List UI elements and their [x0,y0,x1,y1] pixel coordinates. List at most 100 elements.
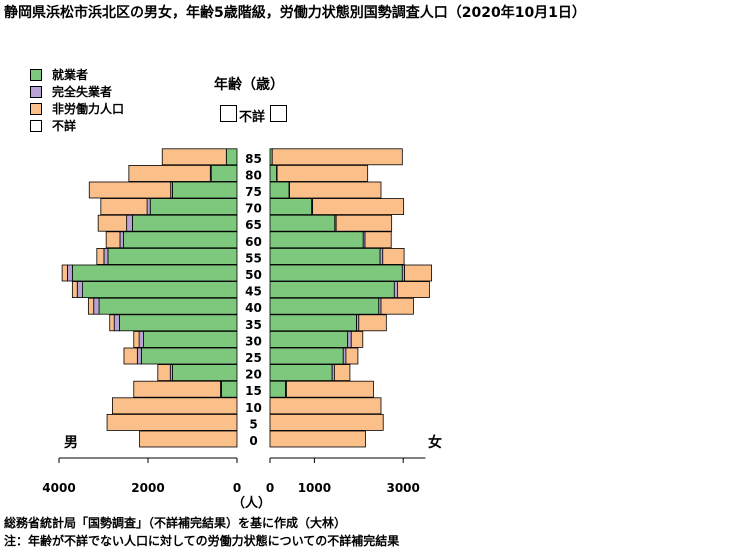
legend-label-employed: 就業者 [52,68,89,82]
legend-item-unemployed: 完全失業者 [30,83,124,100]
male-bar-employed-15-19 [221,380,238,398]
male-unknown-box [220,105,237,122]
female-bar-employed-20-24 [269,364,333,382]
unknown-age-label: 不詳 [239,110,266,125]
male-bar-employed-80-84 [210,164,238,182]
female-bar-employed-75-79 [269,181,290,199]
age-tick-85: 85 [245,152,262,166]
male-bar-not_in_labor-25-29 [123,347,138,365]
age-tick-40: 40 [245,301,262,315]
female-bar-not_in_labor-80-84 [276,164,369,182]
age-tick-80: 80 [245,168,262,182]
female-bar-employed-55-59 [269,247,381,265]
unit-label: （人） [232,496,272,511]
male-bar-employed-35-39 [119,314,238,332]
male-tick-label-2000: 2000 [131,481,164,495]
age-tick-75: 75 [245,185,262,199]
male-bar-unemployed-55-59 [103,247,109,265]
male-bar-not_in_labor-55-59 [96,247,105,265]
male-bar-unemployed-65-69 [126,214,133,232]
female-bar-not_in_labor-40-44 [380,297,414,315]
male-bar-not_in_labor-15-19 [133,380,221,398]
female-bar-not_in_labor-55-59 [382,247,405,265]
female-bar-not_in_labor-75-79 [289,181,382,199]
age-tick-45: 45 [245,285,262,299]
female-bar-employed-30-34 [269,330,349,348]
female-bar-not_in_labor-30-34 [350,330,364,348]
female-bar-not_in_labor-45-49 [397,281,430,299]
legend-label-unknown: 不詳 [52,119,77,133]
legend-swatch-unemployed [30,85,42,98]
female-bar-not_in_labor-50-54 [404,264,433,282]
male-bar-not_in_labor-0-4 [139,430,238,448]
female-bar-employed-40-44 [269,297,380,315]
female-bar-employed-35-39 [269,314,357,332]
age-tick-55: 55 [245,251,262,265]
age-tick-30: 30 [245,334,262,348]
male-bar-employed-55-59 [107,247,238,265]
female-bar-unemployed-45-49 [393,281,398,299]
female-bar-employed-25-29 [269,347,344,365]
male-bar-unemployed-45-49 [76,281,83,299]
legend-item-not-in-labor: 非労働力人口 [30,100,124,117]
male-bar-not_in_labor-30-34 [133,330,140,348]
male-bar-employed-60-64 [123,231,238,249]
male-bar-not_in_labor-65-69 [97,214,128,232]
age-tick-0: 0 [249,434,257,448]
chart-title: 静岡県浜松市浜北区の男女，年齢5歳階級，労働力状態別国勢調査人口（2020年10… [4,5,586,21]
male-bar-not_in_labor-85+ [161,148,227,166]
age-tick-50: 50 [245,268,262,282]
male-bar-unemployed-60-64 [119,231,124,249]
legend: 就業者 完全失業者 非労働力人口 不詳 [30,66,124,134]
male-bar-unemployed-35-39 [113,314,120,332]
male-bar-employed-70-74 [149,198,238,216]
male-bar-unemployed-25-29 [136,347,142,365]
male-bar-not_in_labor-50-54 [61,264,68,282]
age-tick-35: 35 [245,318,262,332]
female-bar-not_in_labor-20-24 [333,364,351,382]
male-bar-not_in_labor-60-64 [105,231,121,249]
female-tick-label-1000: 1000 [298,481,331,495]
female-bar-employed-50-54 [269,264,403,282]
male-bar-employed-75-79 [172,181,238,199]
female-bar-not_in_labor-70-74 [312,198,405,216]
male-bar-not_in_labor-45-49 [71,281,78,299]
female-bar-not_in_labor-0-4 [269,430,366,448]
male-bar-not_in_labor-75-79 [88,181,172,199]
age-tick-20: 20 [245,368,262,382]
female-bar-not_in_labor-35-39 [358,314,387,332]
female-bar-employed-15-19 [269,380,286,398]
age-tick-5: 5 [249,417,257,431]
source-text: 総務省統計局「国勢調査」（不詳補完結果）を基に作成（大林） [4,516,347,530]
female-label: 女 [428,435,442,451]
legend-item-unknown: 不詳 [30,117,124,134]
male-bar-employed-45-49 [82,281,238,299]
male-bar-unemployed-30-34 [138,330,144,348]
age-tick-65: 65 [245,218,262,232]
male-bar-unemployed-50-54 [67,264,73,282]
female-tick-label-3000: 3000 [386,481,419,495]
male-bar-employed-50-54 [71,264,238,282]
male-bar-unemployed-40-44 [93,297,100,315]
female-bar-employed-70-74 [269,198,313,216]
male-bar-not_in_labor-10-14 [112,397,238,415]
legend-label-unemployed: 完全失業者 [52,85,113,99]
male-bar-unemployed-70-74 [146,198,151,216]
male-bar-employed-25-29 [140,347,238,365]
age-tick-60: 60 [245,235,262,249]
male-bar-not_in_labor-80-84 [128,164,211,182]
female-unknown-box [270,105,287,122]
note-text: 注：年齢が不詳でない人口に対しての労働力状態についての不詳補完結果 [4,534,400,548]
female-bar-not_in_labor-60-64 [364,231,392,249]
male-bar-not_in_labor-35-39 [109,314,115,332]
male-tick-label-0: 0 [233,481,241,495]
female-bar-employed-45-49 [269,281,395,299]
legend-item-employed: 就業者 [30,66,124,83]
male-bar-employed-85+ [225,148,238,166]
female-bar-employed-80-84 [269,164,278,182]
legend-label-not-in-labor: 非労働力人口 [52,102,125,116]
male-tick-label-4000: 4000 [42,481,75,495]
male-bar-employed-20-24 [172,364,238,382]
male-label: 男 [64,435,78,451]
female-bar-employed-60-64 [269,231,364,249]
